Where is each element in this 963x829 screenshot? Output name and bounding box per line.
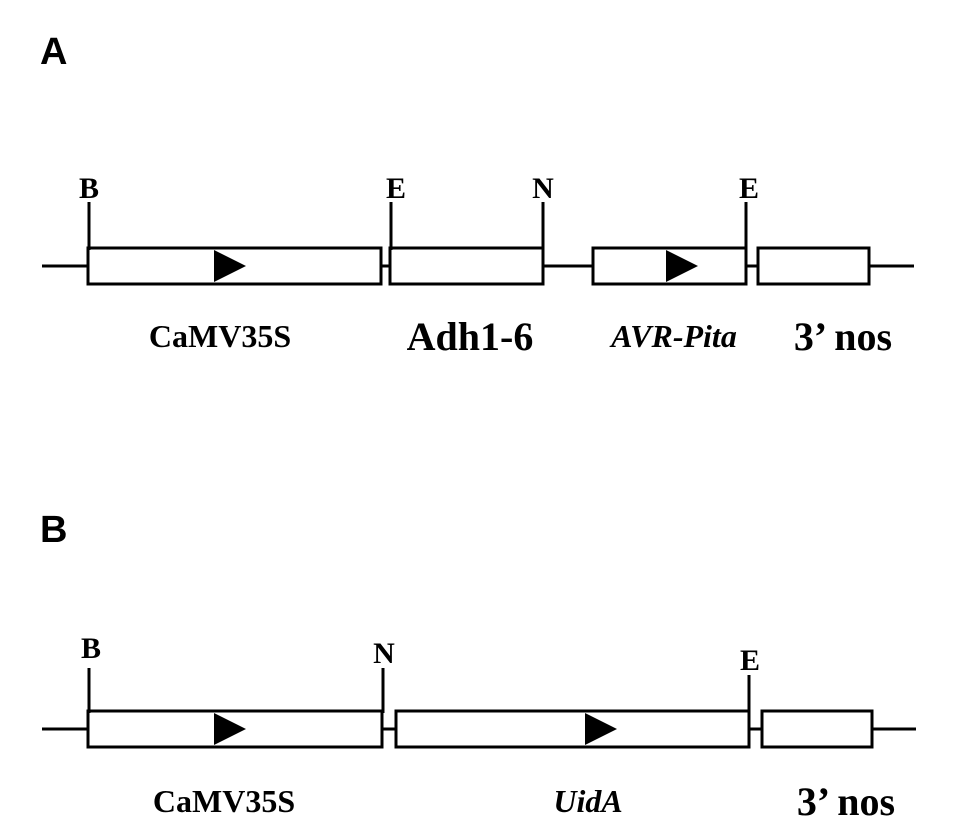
panel-b: B B N E CaMV35S UidA 3’ nos (40, 509, 916, 824)
panel-b-site-e-label: E (740, 644, 760, 677)
panel-b-site-b-label: B (81, 632, 101, 665)
panel-a-site-e1-label: E (386, 172, 406, 205)
panel-b-promoter-label: CaMV35S (153, 783, 295, 819)
panel-a-intron-label: Adh1-6 (407, 314, 534, 359)
panel-b-gene-box (394, 709, 751, 749)
panel-b-gene-label: UidA (553, 783, 622, 819)
panel-a-gene-label: AVR-Pita (609, 318, 737, 354)
panel-b-promoter-arrow (214, 713, 246, 745)
panel-a-intron-box (388, 246, 545, 286)
panel-a-site-e2-label: E (739, 172, 759, 205)
panel-a-label: A (40, 31, 67, 73)
panel-b-gene-arrow (585, 713, 617, 745)
panel-b-terminator-box (760, 709, 874, 749)
panel-a: A B E N E CaMV35S Adh1-6 AVR-Pita 3’ nos (40, 31, 914, 359)
panel-a-terminator-label: 3’ nos (794, 314, 892, 359)
panel-a-site-b-label: B (79, 172, 99, 205)
panel-b-label: B (40, 509, 67, 551)
panel-a-terminator-box (756, 246, 871, 286)
panel-a-gene-arrow (666, 250, 698, 282)
panel-b-site-n-label: N (373, 637, 395, 670)
panel-a-site-n-label: N (532, 172, 554, 205)
panel-b-terminator-label: 3’ nos (797, 779, 895, 824)
panel-a-promoter-label: CaMV35S (149, 318, 291, 354)
panel-a-promoter-arrow (214, 250, 246, 282)
